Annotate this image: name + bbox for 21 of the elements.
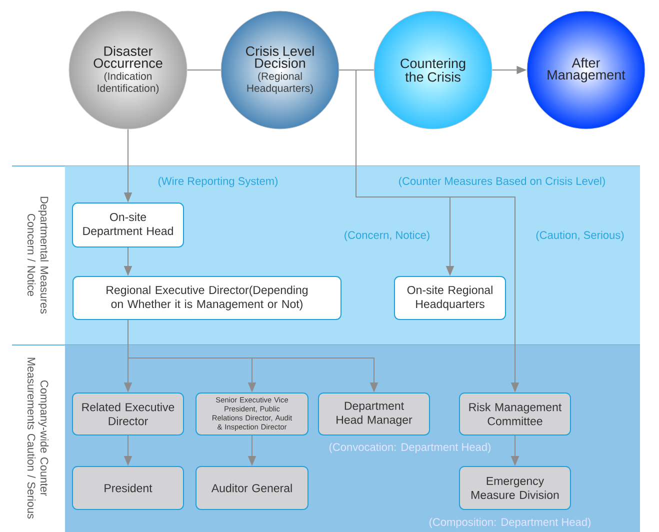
- sphere-node: Disaster Occurrence (Indication Identification): [68, 10, 188, 130]
- process-box: President: [72, 466, 184, 510]
- process-box: Related Executive Director: [72, 392, 184, 436]
- sphere-node: Countering the Crisis: [374, 10, 492, 130]
- note-text: (Composition: Department Head): [429, 518, 590, 528]
- sphere-node: After Management: [526, 10, 646, 130]
- band-heading: Departmental Measures Concern / Notice: [27, 196, 49, 314]
- edge-label: (Concern, Notice): [342, 230, 432, 242]
- process-box: Regional Executive Director(Depending on Whether it is Management or Not): [72, 276, 342, 320]
- band-heading: Company-wide Counter Measurements Caution / Serious: [27, 358, 49, 519]
- edge-label: (Wire Reporting System): [156, 176, 280, 188]
- note-text: (Convocation: Department Head): [329, 442, 490, 454]
- process-box: Emergency Measure Division: [459, 466, 571, 510]
- edge-label: (Caution, Serious): [534, 230, 626, 242]
- process-box: Auditor General: [196, 466, 308, 510]
- process-box: On-site Regional Headquarters: [394, 276, 506, 320]
- process-box: On-site Department Head: [72, 202, 184, 248]
- process-box: Department Head Manager: [318, 392, 430, 436]
- process-box: Risk Management Committee: [459, 392, 571, 436]
- trunk-label: (Counter Measures Based on Crisis Level): [397, 176, 607, 188]
- sphere-node: Crisis Level Decision (Regional Headquarters): [220, 10, 340, 130]
